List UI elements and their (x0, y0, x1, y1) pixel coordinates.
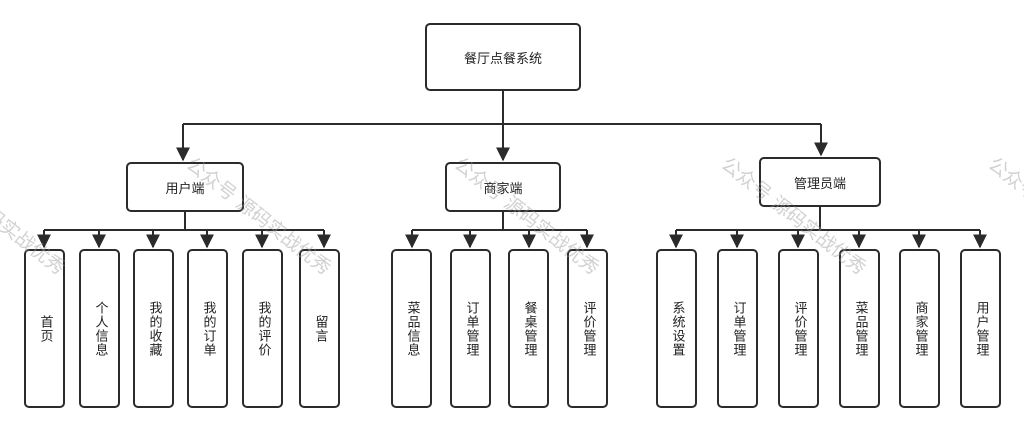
leaf-label: 个人信息 (92, 300, 108, 357)
leaf-node: 我的订单 (187, 249, 228, 408)
leaf-label: 我的订单 (200, 300, 216, 357)
group-node-user: 用户端 (126, 162, 244, 212)
root-label: 餐厅点餐系统 (463, 51, 542, 67)
leaf-label: 我的收藏 (146, 300, 162, 357)
leaf-label: 评价管理 (580, 300, 596, 357)
leaf-label: 首页 (37, 314, 53, 343)
leaf-label: 订单管理 (463, 300, 479, 357)
leaf-label: 留言 (312, 314, 328, 343)
group-label: 用户端 (165, 181, 205, 197)
leaf-label: 菜品信息 (404, 300, 420, 357)
leaf-node: 系统设置 (656, 249, 697, 408)
leaf-node: 首页 (24, 249, 65, 408)
leaf-label: 菜品管理 (852, 300, 868, 357)
leaf-node: 用户管理 (960, 249, 1001, 408)
leaf-node: 我的收藏 (133, 249, 174, 408)
leaf-node: 菜品管理 (839, 249, 880, 408)
leaf-label: 用户管理 (973, 300, 989, 357)
leaf-node: 个人信息 (79, 249, 120, 408)
leaf-node: 评价管理 (778, 249, 819, 408)
leaf-node: 订单管理 (450, 249, 491, 408)
leaf-label: 商家管理 (912, 300, 928, 357)
leaf-label: 系统设置 (669, 300, 685, 357)
leaf-label: 我的评价 (255, 300, 271, 357)
group-label: 商家端 (483, 181, 523, 197)
leaf-node: 商家管理 (899, 249, 940, 408)
group-label: 管理员端 (793, 176, 846, 192)
leaf-node: 我的评价 (242, 249, 283, 408)
root-node: 餐厅点餐系统 (425, 23, 581, 91)
leaf-node: 订单管理 (717, 249, 758, 408)
group-node-admin: 管理员端 (759, 157, 881, 207)
leaf-node: 留言 (299, 249, 340, 408)
group-node-merchant: 商家端 (445, 162, 561, 212)
leaf-label: 餐桌管理 (521, 300, 537, 357)
leaf-node: 菜品信息 (391, 249, 432, 408)
leaf-node: 餐桌管理 (508, 249, 549, 408)
leaf-node: 评价管理 (567, 249, 608, 408)
leaf-label: 评价管理 (791, 300, 807, 357)
leaf-label: 订单管理 (730, 300, 746, 357)
